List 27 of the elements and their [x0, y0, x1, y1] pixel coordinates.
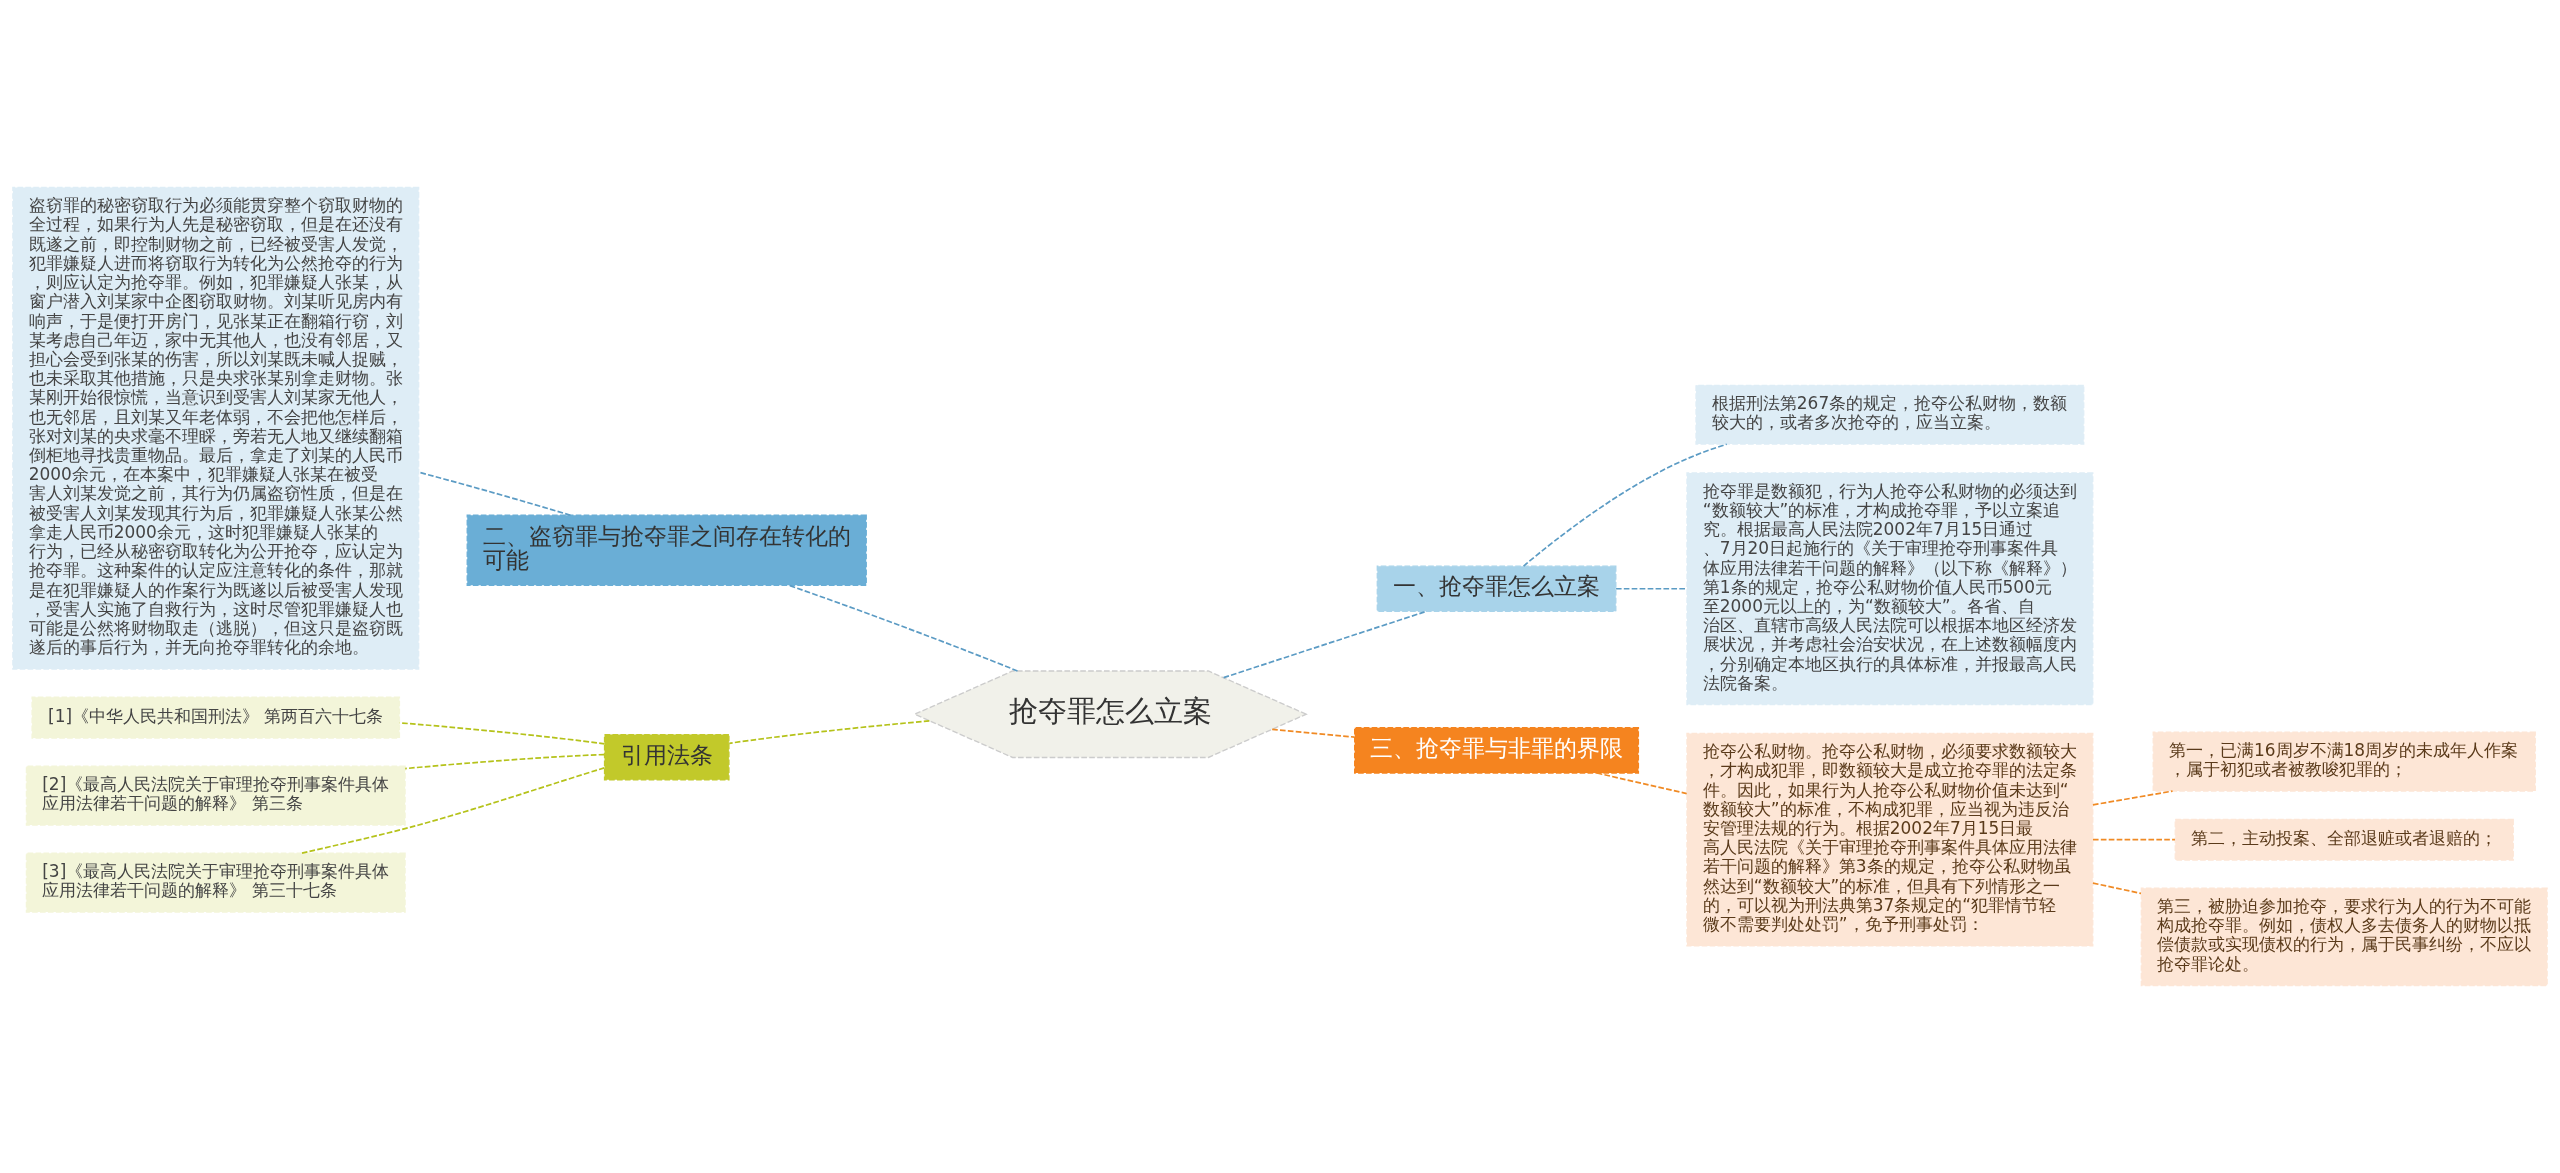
connector [1522, 443, 1728, 567]
node-box: [3]《最高人民法院关于审理抢夺刑事案件具体应用法律若干问题的解释》 第三十七条 [25, 852, 406, 913]
connector [2092, 838, 2176, 841]
connector [1271, 728, 1356, 738]
node-box: 根据刑法第267条的规定，抢夺公私财物，数额较大的，或者多次抢夺的，应当立案。 [1695, 384, 2085, 445]
connector [2092, 790, 2174, 806]
connector [300, 767, 606, 855]
connector [418, 471, 572, 517]
node-box: 抢夺罪是数额犯，行为人抢夺公私财物的必须达到“数额较大”的标准，才构成抢夺罪，予以立案追究。根据最高人民法院2002年7月15日通过、7月20日起施行的《关于审理抢夺刑事案件具体应用法律若干问题的解释》（以下称《解释》）第1条的规定，抢夺公私财物价值人民币500元至2000元以上的，为“数额较大”。各省、自治区、直辖市高级人民法院可以根据本地区经济发展状况，并考虑社会治安状况，在上述数额幅度内，分别确定本地区执行的具体标准，并报最高人民法院备案。 [1686, 472, 2094, 706]
node-box: [1]《中华人民共和国刑法》 第两百六十七条 [31, 696, 401, 739]
node-box: 引用法条 [603, 733, 730, 781]
connector [1596, 772, 1688, 795]
connector [1615, 587, 1688, 590]
node-box: 第三，被胁迫参加抢夺，要求行为人的行为不可能构成抢夺罪。例如，债权人多去债务人的财物以抵偿债款或实现债权的行为，属于民事纠纷，不应以抢夺罪论处。 [2140, 887, 2548, 987]
connector [404, 753, 605, 770]
node-box: 第二，主动投案、全部退赃或者退赔的； [2174, 818, 2514, 861]
connector [1222, 610, 1427, 679]
node-box: 一、抢夺罪怎么立案 [1376, 565, 1617, 613]
node-box: 三、抢夺罪与非罪的界限 [1354, 727, 1640, 774]
connector [2092, 882, 2142, 895]
node-box: 盗窃罪的秘密窃取行为必须能贯穿整个窃取财物的全过程，如果行为人先是秘密窃取，但是在还没有既遂之前，即控制财物之前，已经被受害人发觉，犯罪嫌疑人进而将窃取行为转化为公然抢夺的行为，则应认定为抢夺罪。例如，犯罪嫌疑人张某，从窗户潜入刘某家中企图窃取财物。刘某听见房内有响声，于是便打开房门，见张某正在翻箱行窃，刘某考虑自己年迈，家中无其他人，也没有邻居，又担心会受到张某的伤害，所以刘某既未喊人捉贼，也未采取其他措施，只是央求张某别拿走财物。张某刚开始很惊慌，当意识到受害人刘某家无他人，也无邻居，且刘某又年老体弱，不会把他怎样后，张对刘某的央求毫不理睬，旁若无人地又继续翻箱倒柜地寻找贵重物品。最后，拿走了刘某的人民币2000余元，在本案中，犯罪嫌疑人张某在被受害人刘某发觉之前，其行为仍属盗窃性质，但是在被受害人刘某发现其行为后，犯罪嫌疑人张某公然拿走人民币2000余元，这时犯罪嫌疑人张某的行为，已经从秘密窃取转化为公开抢夺，应认定为抢夺罪。这种案件的认定应注意转化的条件，那就是在犯罪嫌疑人的作案行为既遂以后被受害人发现，受害人实施了自救行为，这时尽管犯罪嫌疑人也可能是公然将财物取走（逃脱），但这只是盗窃既遂后的事后行为，并无向抢夺罪转化的余地。 [12, 186, 420, 670]
node-box: 抢夺公私财物。抢夺公私财物，必须要求数额较大，才构成犯罪，即数额较大是成立抢夺罪的法定条件。因此，如果行为人抢夺公私财物价值未达到“数额较大”的标准，不构成犯罪，应当视为违反治安管理法规的行为。根据2002年7月15日最高人民法院《关于审理抢夺刑事案件具体应用法律若干问题的解释》第3条的规定，抢夺公私财物虽然达到“数额较大”的标准，但具有下列情形之一的，可以视为刑法典第37条规定的“犯罪情节轻微不需要判处处罚”，免予刑事处罚： [1686, 732, 2094, 947]
node-box: 第一，已满16周岁不满18周岁的未成年人作案，属于初犯或者被教唆犯罪的； [2152, 731, 2536, 792]
connector [728, 720, 931, 745]
node-box: 二、盗窃罪与抢夺罪之间存在转化的可能 [466, 514, 867, 587]
connector [788, 584, 1019, 672]
node-box: [2]《最高人民法院关于审理抢夺刑事案件具体应用法律若干问题的解释》 第三条 [25, 765, 406, 826]
